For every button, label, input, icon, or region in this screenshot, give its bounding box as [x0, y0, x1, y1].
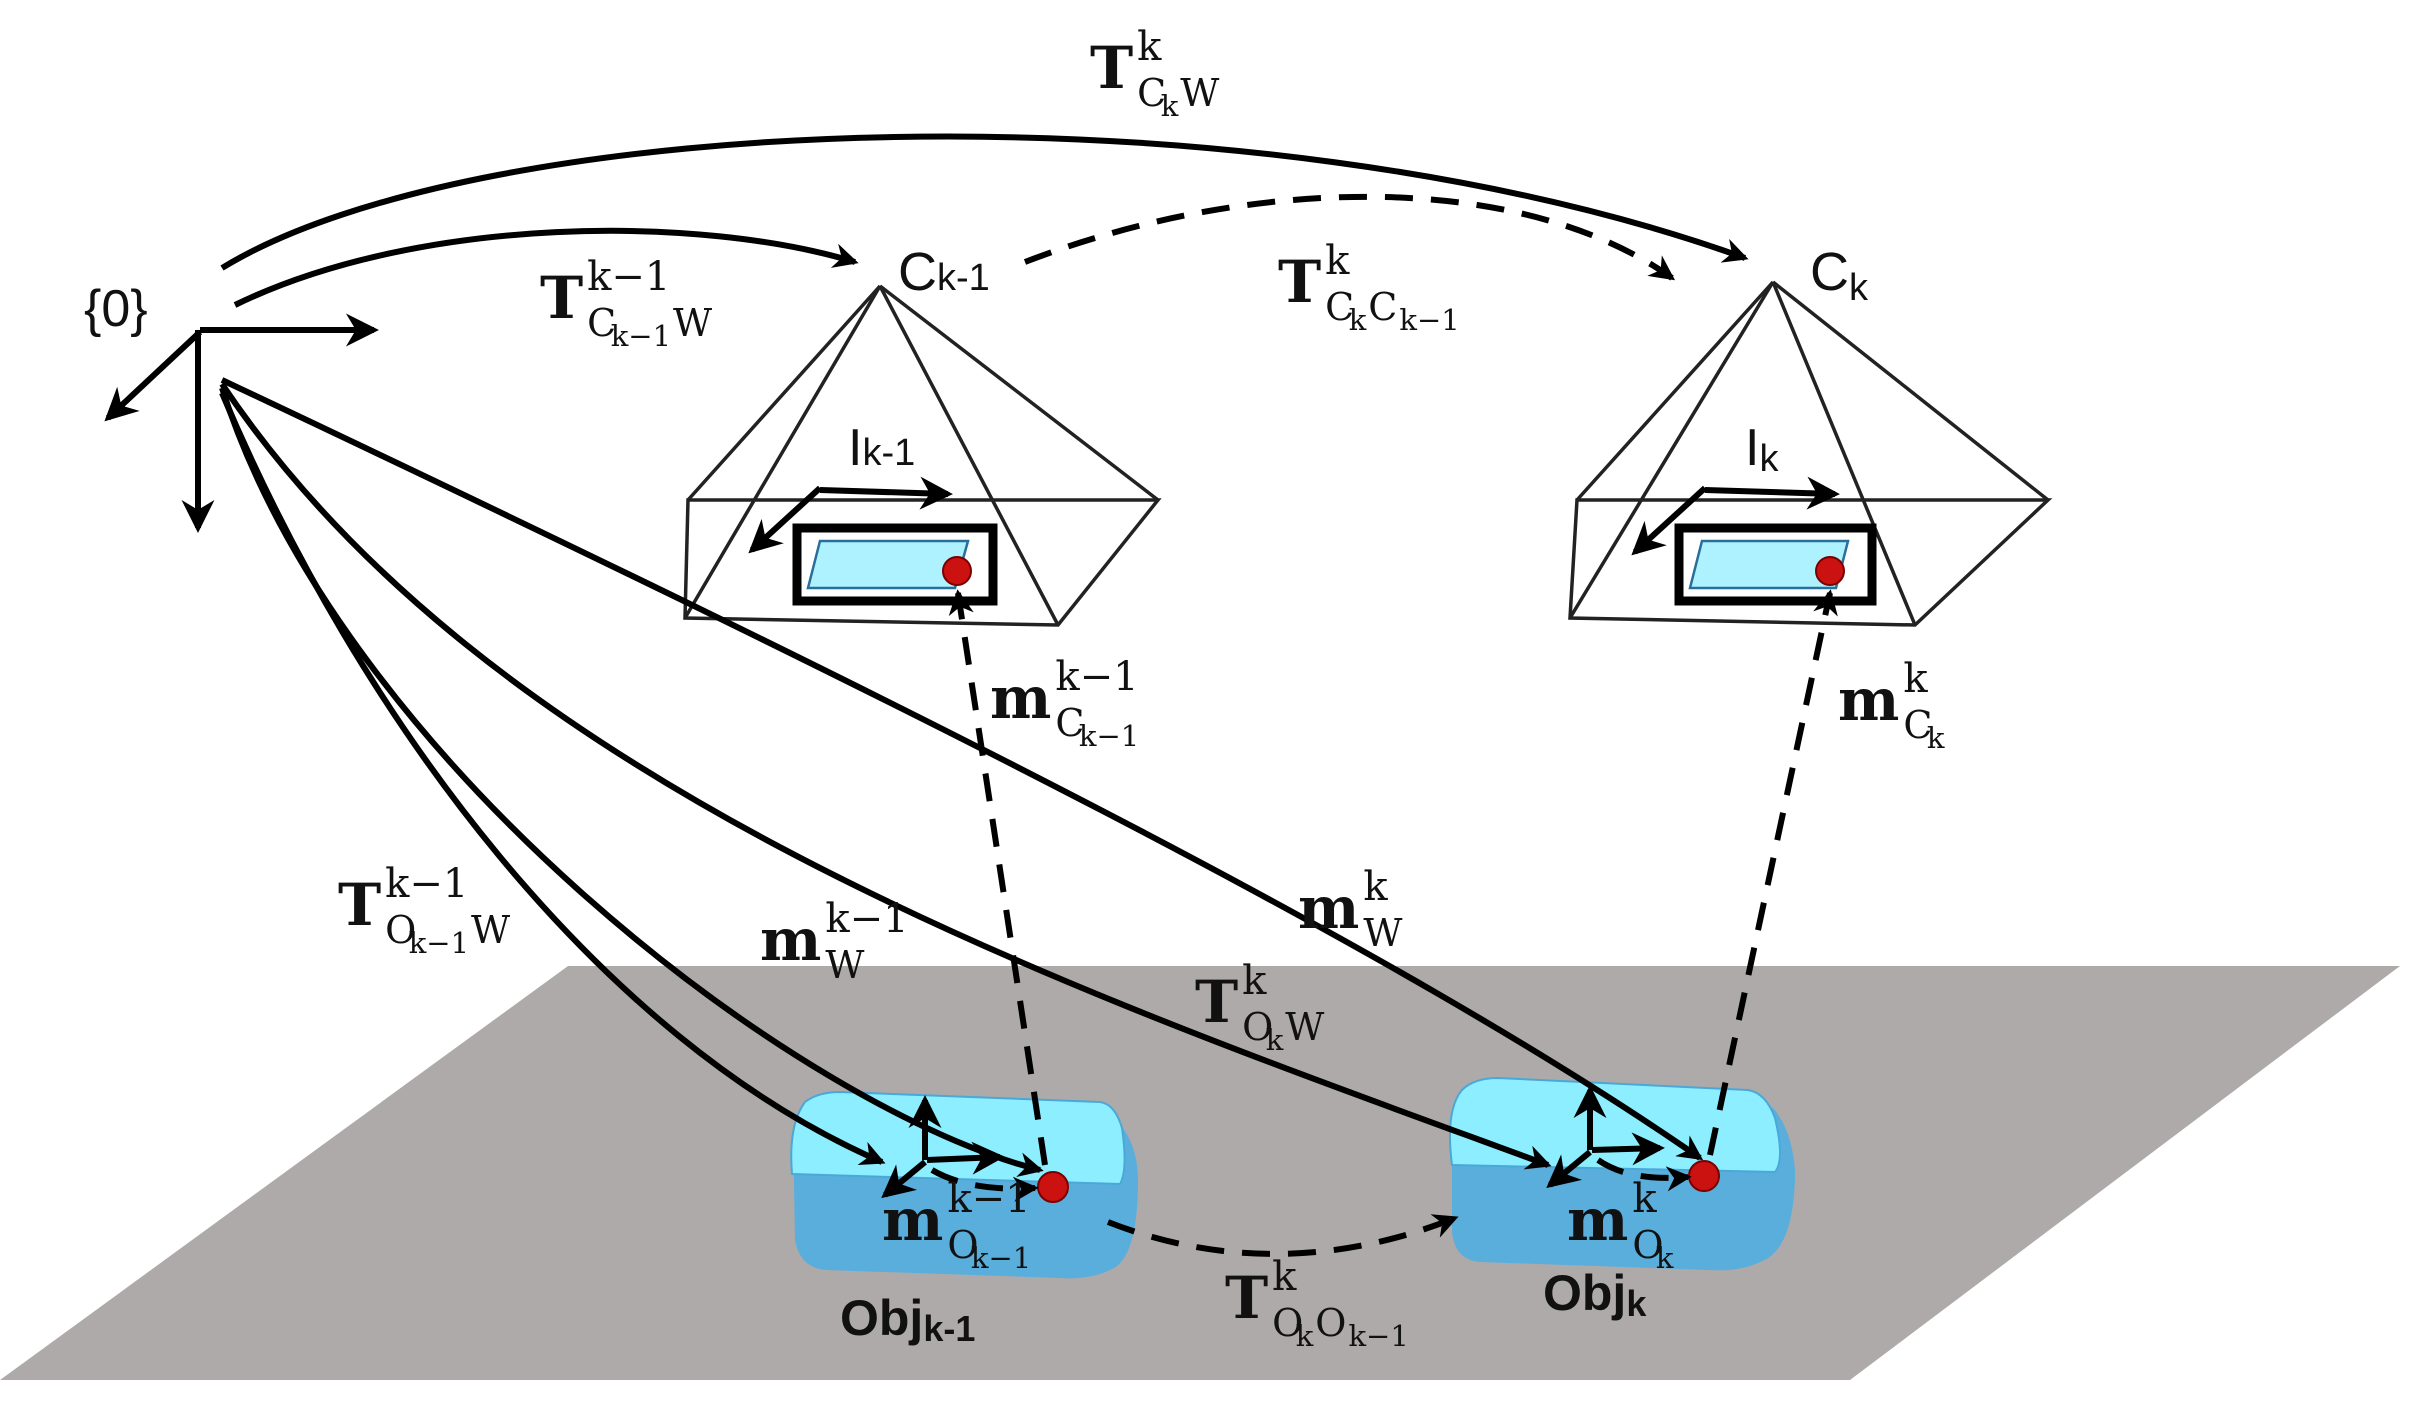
camera-frustum-curr	[1568, 280, 2053, 627]
cam-prev-label: Ck-1	[898, 242, 990, 302]
img-curr-label: Ik	[1745, 419, 1779, 480]
arc-T-OkW	[219, 382, 1552, 1170]
arc-m-W-k1	[219, 387, 1044, 1178]
arc-T-OkOk1	[1106, 1214, 1459, 1257]
ground-plane	[0, 966, 2400, 1380]
obj-prev-label: Objk-1	[840, 1290, 975, 1349]
proj-m-Ck	[1707, 589, 1838, 1156]
arc-T-CkW	[220, 133, 1749, 271]
arc-T-Ck1W	[233, 227, 859, 308]
arc-T-CkCk1	[1023, 193, 1676, 281]
img-prev-label: Ik-1	[848, 419, 915, 477]
world-frame-axes	[104, 313, 379, 533]
camera-frustum-prev	[683, 284, 1162, 627]
obj-curr-label: Objk	[1543, 1265, 1647, 1324]
object-curr-frame	[1546, 1085, 1692, 1192]
cam-curr-label: Ck	[1810, 242, 1869, 309]
proj-m-Ck1	[948, 589, 1048, 1166]
arc-m-W-k	[220, 377, 1704, 1161]
world-frame-label: {0}	[84, 280, 148, 338]
